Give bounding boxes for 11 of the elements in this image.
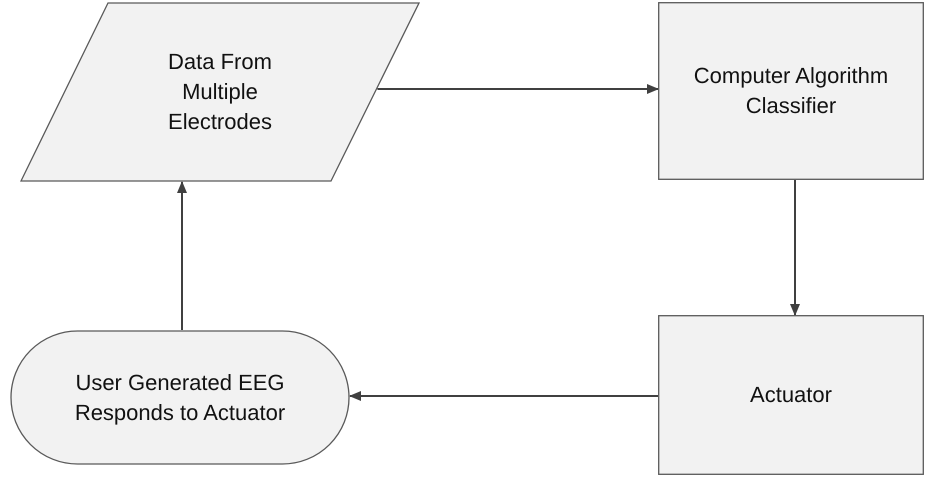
node-label: User Generated EEG Responds to Actuator — [74, 368, 286, 427]
arrow — [790, 180, 800, 316]
process-box — [658, 2, 924, 180]
arrow — [177, 181, 187, 330]
arrow — [349, 391, 658, 401]
arrow — [377, 84, 659, 94]
node-label: Actuator — [750, 381, 832, 409]
process-box — [658, 315, 924, 475]
data-parallelogram — [20, 2, 420, 182]
node-label: Computer Algorithm Classifier — [692, 62, 890, 120]
node-label: Data From Multiple Electrodes — [167, 48, 273, 136]
